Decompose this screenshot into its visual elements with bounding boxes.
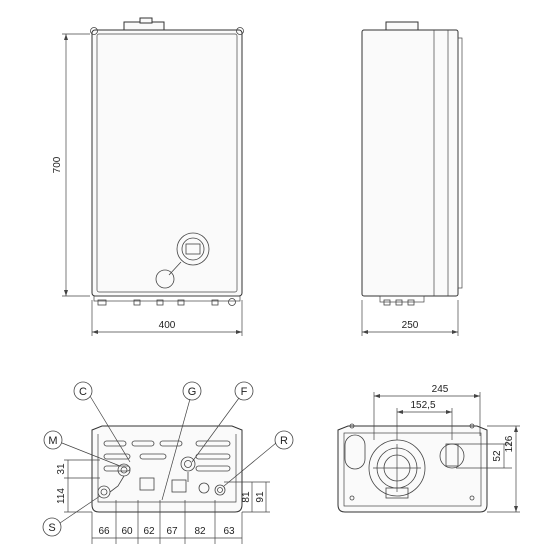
callout-f: F [241,386,248,398]
hdim-4: 67 [166,526,178,537]
top-view: 245 152,5 52 126 [337,384,520,513]
air-intake [439,443,465,469]
callout-s: S [48,522,55,534]
vdim-114: 114 [56,488,67,504]
side-view: 250 [361,21,463,336]
bottom-horizontal-dims: 66 60 62 67 82 63 [91,500,243,544]
depth-dimension: 250 [361,300,459,336]
dim-126-label: 126 [504,435,515,452]
top-right-dims: 52 126 [456,425,520,513]
bottom-right-dims: 81 91 [224,481,270,513]
hdim-3: 62 [143,526,155,537]
callout-m: M [48,435,57,447]
control-panel [155,232,210,289]
dim-152-5: 152,5 [396,400,453,440]
side-bottom-fittings [379,295,425,306]
width-dimension: 400 [91,300,243,336]
hdim-2: 60 [121,526,133,537]
dim-52-label: 52 [492,450,503,462]
callout-g: G [188,386,197,398]
dim-245: 245 [373,384,481,440]
hdim-1: 66 [98,526,110,537]
callout-c: C [79,386,87,398]
vdim-81: 81 [241,491,252,503]
height-dimension: 700 [52,33,90,297]
callout-leaders [59,395,277,524]
bottom-left-dims: 31 114 [56,459,100,513]
height-label: 700 [52,156,63,173]
depth-label: 250 [402,320,419,331]
vdim-31: 31 [56,463,67,475]
vdim-91: 91 [255,491,266,503]
dim-152-5-label: 152,5 [410,400,435,411]
front-bottom-fittings [93,295,241,306]
callout-r: R [280,435,288,447]
front-view: 700 400 [52,17,244,336]
dim-245-label: 245 [432,384,449,395]
bottom-view: C G F M R S 66 60 62 67 82 6 [42,381,294,544]
hdim-5: 82 [194,526,206,537]
bottom-fittings [97,456,226,499]
width-label: 400 [159,320,176,331]
hdim-6: 63 [223,526,235,537]
callout-markers: C G F M R S [42,381,294,537]
